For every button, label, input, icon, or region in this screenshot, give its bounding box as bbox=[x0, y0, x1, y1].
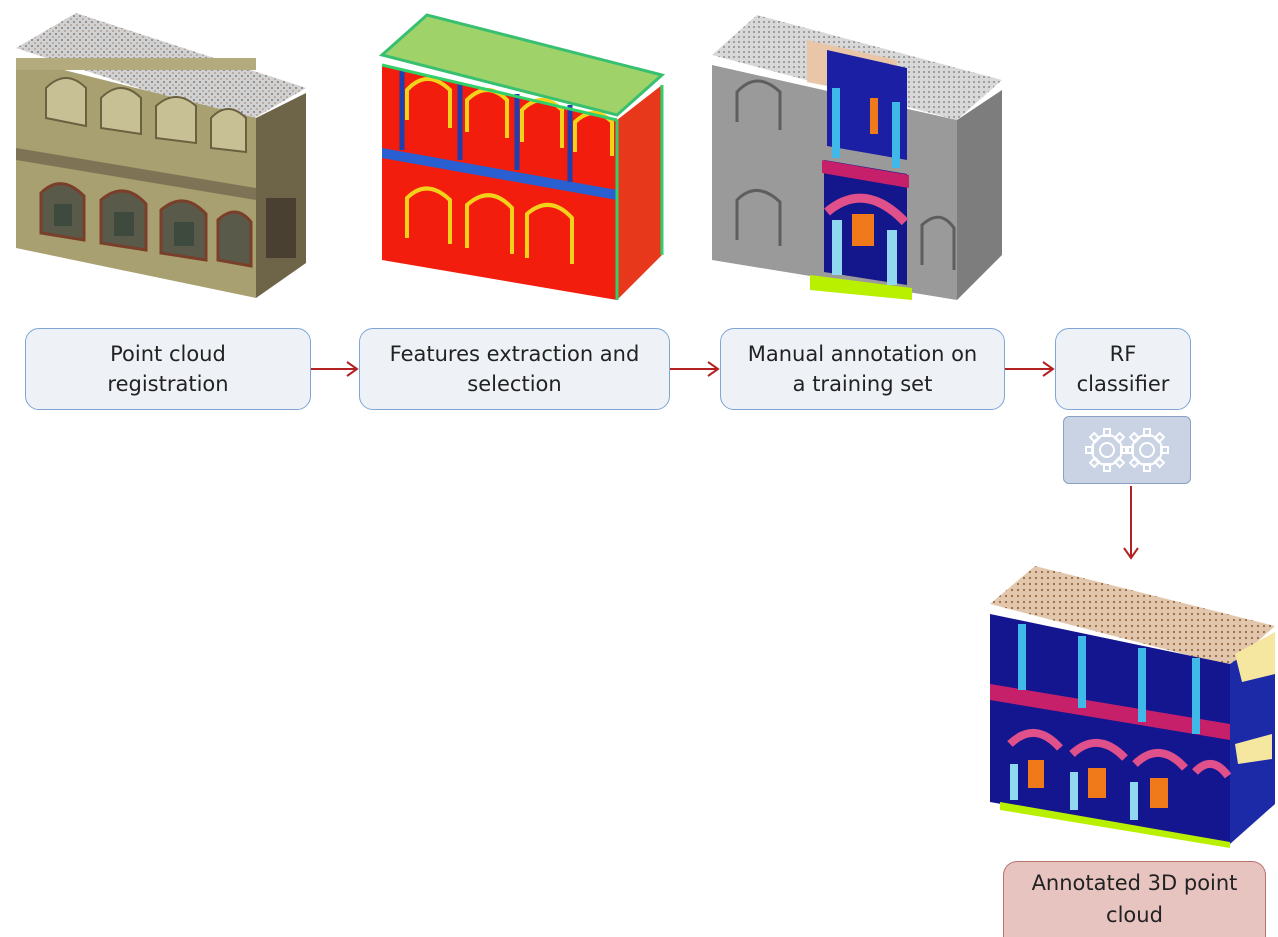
gears-icon bbox=[1085, 428, 1169, 472]
rgb-point-cloud-image bbox=[16, 13, 306, 298]
step-rf-classifier: RF classifier bbox=[1055, 328, 1191, 410]
step-features-extraction: Features extraction and selection bbox=[359, 328, 670, 410]
classified-point-cloud-image bbox=[990, 566, 1275, 848]
result-annotated-point-cloud: Annotated 3D point cloud bbox=[1003, 861, 1266, 937]
arrow-2 bbox=[670, 361, 720, 377]
annotated-training-point-cloud-image bbox=[712, 15, 1002, 300]
step-manual-annotation: Manual annotation on a training set bbox=[720, 328, 1005, 410]
step-point-cloud-registration: Point cloud registration bbox=[25, 328, 311, 410]
arrow-3 bbox=[1005, 361, 1055, 377]
arrow-1 bbox=[311, 361, 359, 377]
classifier-gears-box bbox=[1063, 416, 1191, 484]
arrow-down bbox=[1123, 486, 1139, 560]
feature-map-point-cloud-image bbox=[378, 13, 666, 300]
